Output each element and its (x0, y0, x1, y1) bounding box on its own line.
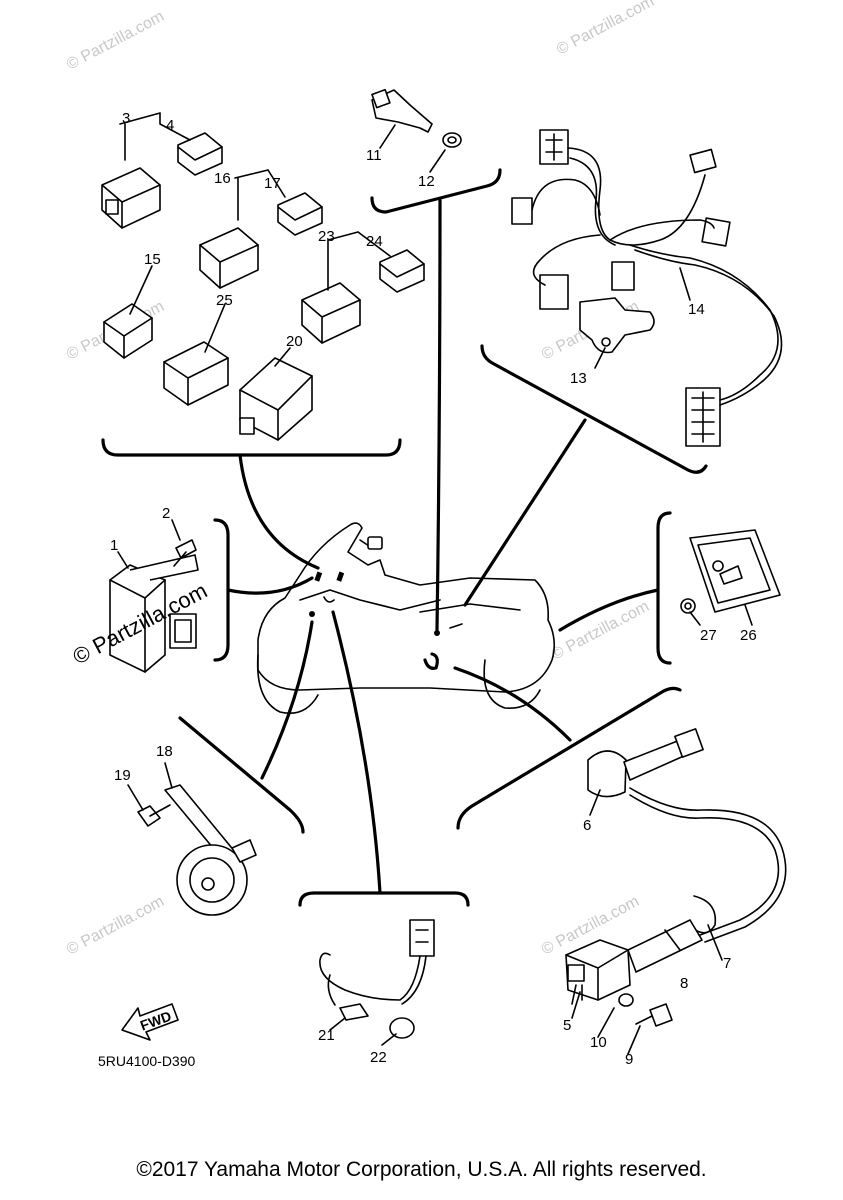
leader-lines (226, 198, 660, 895)
callout-22: 22 (370, 1049, 387, 1066)
callout-14: 14 (688, 301, 705, 318)
callout-15: 15 (144, 251, 161, 268)
callout-25: 25 (216, 292, 233, 309)
regulator-group: 1 2 © Partzilla.com (69, 505, 211, 673)
callout-21: 21 (318, 1027, 335, 1044)
callout-4: 4 (166, 117, 174, 134)
callout-18: 18 (156, 743, 173, 760)
callout-2: 2 (162, 505, 170, 522)
fwd-label: FWD (138, 1008, 173, 1034)
callout-8: 8 (680, 975, 688, 992)
callout-20: 20 (286, 333, 303, 350)
sensor-group: 21 22 (318, 919, 435, 1066)
wire-harness-group: 13 14 (511, 129, 783, 447)
motorcycle-silhouette (256, 522, 556, 714)
ignition-group: 6 7 8 5 10 9 (563, 728, 787, 1068)
callout-13: 13 (570, 370, 587, 387)
callout-17: 17 (264, 175, 281, 192)
connector-group: 3 4 16 17 23 24 15 25 20 (101, 110, 425, 441)
callout-5: 5 (563, 1017, 571, 1034)
callout-9: 9 (625, 1051, 633, 1068)
callout-6: 6 (583, 817, 591, 834)
callout-16: 16 (214, 170, 231, 187)
callout-27: 27 (700, 627, 717, 644)
callout-7: 7 (723, 955, 731, 972)
switch-group: 11 12 (366, 88, 462, 190)
copyright-notice: ©2017 Yamaha Motor Corporation, U.S.A. A… (136, 1158, 707, 1181)
fwd-arrow-icon: FWD (121, 1003, 179, 1041)
callout-19: 19 (114, 767, 131, 784)
watermark-faint: © Partzilla.com (64, 8, 167, 74)
callout-11: 11 (366, 147, 382, 164)
watermark-faint: © Partzilla.com (554, 0, 657, 59)
callout-3: 3 (122, 110, 130, 127)
reference-code: 5RU4100-D390 (98, 1053, 195, 1069)
reflector-group: 27 26 (680, 529, 781, 644)
horn-group: 18 19 (114, 743, 257, 916)
callout-24: 24 (366, 233, 383, 250)
callout-26: 26 (740, 627, 757, 644)
callout-1: 1 (110, 537, 118, 554)
watermark-faint: © Partzilla.com (64, 893, 167, 959)
callout-23: 23 (318, 228, 335, 245)
callout-10: 10 (590, 1034, 607, 1051)
callout-12: 12 (418, 173, 435, 190)
